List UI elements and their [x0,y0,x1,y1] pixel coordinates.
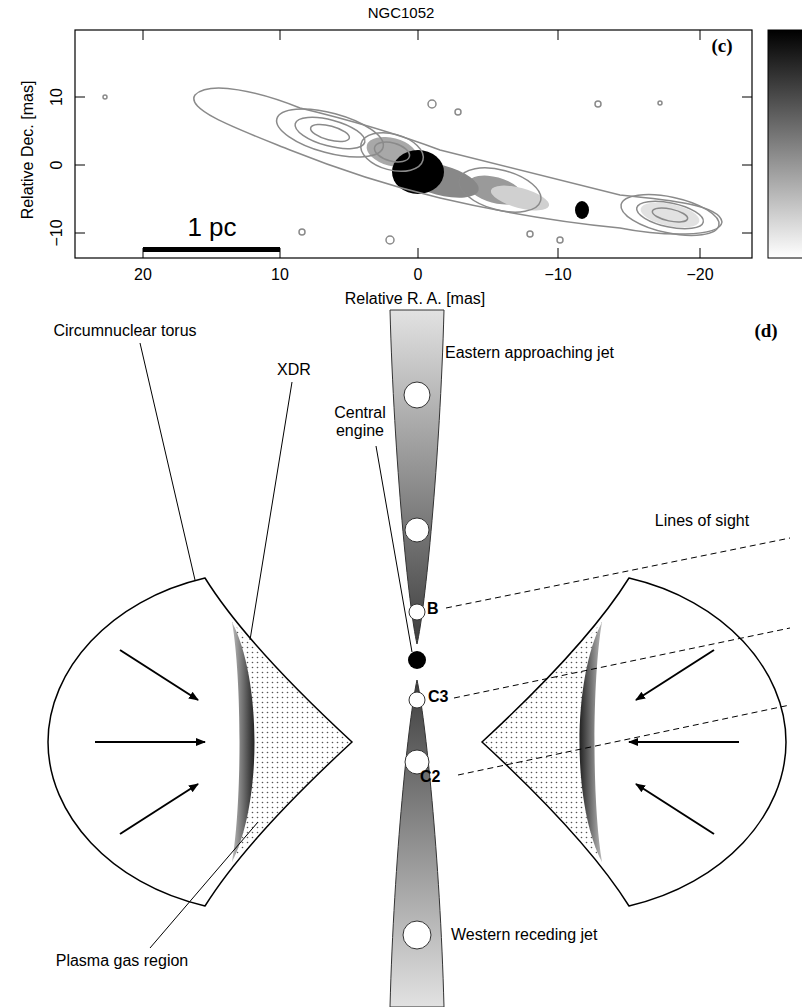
tick-label: 10 [48,88,66,106]
callout-label: Central engine [320,404,400,441]
tick-label: −20 [686,266,713,284]
node-label: C2 [420,768,440,786]
text-anchor: 1 pc [187,213,236,243]
colorbar [768,30,802,258]
jet-band [385,676,449,1007]
panel-letter: (d) [754,320,777,342]
node-label: C3 [428,688,448,706]
tick-label: −10 [48,219,66,246]
tick-label: 0 [414,266,423,284]
axis-title: Relative R. A. [mas] [345,290,486,308]
text-anchor: −10 [48,219,66,246]
jet-component: C3 [408,691,452,709]
plot-title: NGC1052 [368,4,435,21]
jet-component: B [408,603,448,621]
text-anchor: XDR [275,361,313,379]
text-anchor: 20 [134,266,152,284]
central-engine-dot [408,651,426,669]
lines-of-sight [446,538,790,775]
callout-label: Lines of sight [653,512,751,530]
text-anchor: (d) [754,320,777,342]
text-anchor: Central engine [320,404,400,441]
text-anchor: Circumnuclear torus [51,322,198,340]
jet-band: Western receding jet C3C2 [385,676,705,1007]
jet-component: C2 [403,750,447,794]
text-anchor: Plasma gas region [54,952,191,970]
leader-lines [140,343,412,948]
node-label: Eastern approaching jet [445,344,614,362]
axis-title: Relative Dec. [mas] [19,81,37,220]
torus-left [48,578,352,906]
tick-label: 0 [48,161,66,170]
text-anchor: (c) [711,35,732,57]
text-anchor: −20 [686,266,713,284]
jet-component-circle [408,603,426,621]
callout-label: Plasma gas region [54,952,191,970]
panel-letter: (c) [711,35,732,57]
text-anchor: Relative Dec. [mas] [19,81,37,220]
text-anchor: 0 [414,266,423,284]
node-label: Western receding jet [451,926,597,944]
text-anchor: 0 [48,161,66,170]
tick-label: 20 [134,266,152,284]
callout-label: XDR [275,361,313,379]
text-anchor: 10 [48,88,66,106]
torus-right [482,578,786,906]
text-anchor: Relative R. A. [mas] [345,290,486,308]
text-anchor: Lines of sight [653,512,751,530]
map-panel [75,30,802,258]
text-anchor: 10 [271,266,289,284]
scale-label: 1 pc [187,213,236,243]
jet-band: Eastern approaching jetB [385,310,705,646]
node-label: B [427,600,439,618]
callout-label: Circumnuclear torus [51,322,198,340]
scale-bar [143,247,280,252]
tick-label: −10 [544,266,571,284]
jet-band [385,310,449,646]
tick-label: 10 [271,266,289,284]
jet-component-circle [408,691,426,709]
text-anchor: −10 [544,266,571,284]
text-anchor: NGC1052 [368,4,435,22]
